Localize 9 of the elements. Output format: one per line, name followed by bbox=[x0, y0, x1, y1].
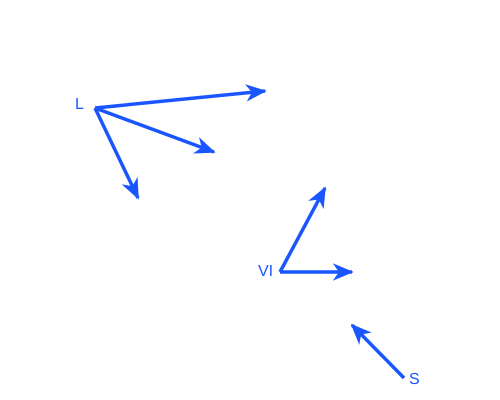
vector-label: L bbox=[75, 96, 84, 114]
vector-arrow bbox=[94, 84, 267, 110]
vector-label: VI bbox=[258, 263, 274, 281]
vector-arrow bbox=[93, 107, 140, 200]
vector-label: S bbox=[409, 371, 420, 389]
vector-arrow bbox=[350, 324, 406, 380]
vector-arrow bbox=[94, 106, 216, 154]
vector-arrow bbox=[280, 263, 354, 281]
vector-arrow bbox=[278, 186, 327, 273]
